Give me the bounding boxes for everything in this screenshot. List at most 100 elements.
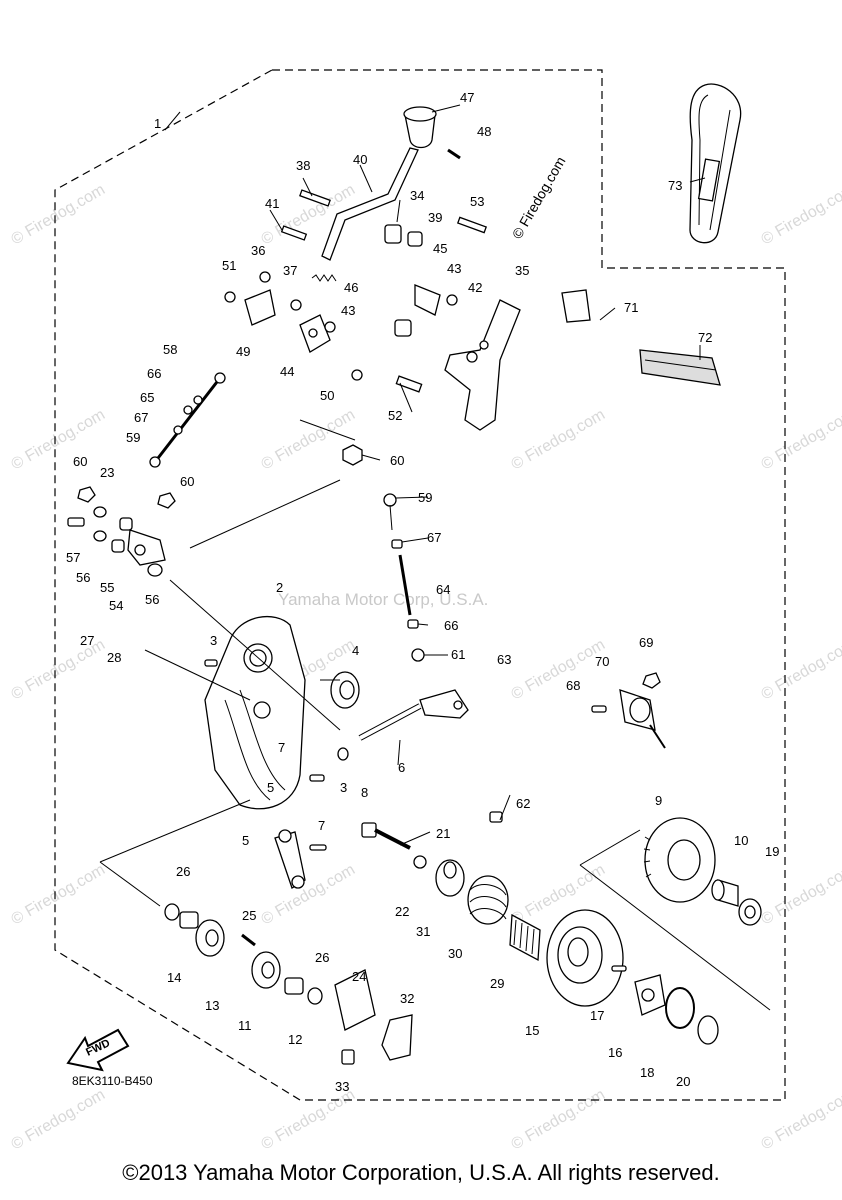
label-69: 69 — [639, 635, 653, 650]
label-17: 17 — [590, 1008, 604, 1023]
label-65: 65 — [140, 390, 154, 405]
label-47: 47 — [460, 90, 474, 105]
watermark-site: © Firedog.com — [259, 406, 359, 473]
label-70: 70 — [595, 654, 609, 669]
label-29: 29 — [490, 976, 504, 991]
leader-1 — [164, 111, 181, 131]
bushing-lower — [394, 319, 412, 337]
shift-knob — [403, 106, 437, 149]
label-19: 19 — [765, 844, 779, 859]
label-39: 39 — [428, 210, 442, 225]
label-7: 7 — [278, 740, 285, 755]
label-28: 28 — [107, 650, 121, 665]
label-36: 36 — [251, 243, 265, 258]
label-25: 25 — [242, 908, 256, 923]
label-56: 56 — [76, 570, 90, 585]
label-4: 4 — [352, 643, 359, 658]
label-26: 26 — [176, 864, 190, 879]
label-68: 68 — [566, 678, 580, 693]
watermark-site: © Firedog.com — [759, 861, 842, 928]
fwd-arrow-icon: FWD — [66, 1028, 130, 1072]
label-62: 62 — [516, 796, 530, 811]
watermark-center: Yamaha Motor Corp, U.S.A. — [278, 590, 488, 609]
label-35: 35 — [515, 263, 529, 278]
gear-9 — [643, 817, 716, 903]
label-33: 33 — [335, 1079, 349, 1094]
shift-shaft-6 — [358, 689, 469, 741]
washer-20 — [697, 1015, 719, 1045]
spring-46 — [311, 274, 337, 282]
label-72: 72 — [698, 330, 712, 345]
shift-lever — [321, 147, 419, 261]
sleeve-29 — [509, 913, 541, 962]
label-44: 44 — [280, 364, 294, 379]
label-34: 34 — [410, 188, 424, 203]
clip-8 — [337, 747, 349, 761]
bearing-4 — [330, 671, 360, 709]
label-15: 15 — [525, 1023, 539, 1038]
label-43: 43 — [447, 261, 461, 276]
label-66: 66 — [147, 366, 161, 381]
label-13: 13 — [205, 998, 219, 1013]
decal-71 — [561, 289, 591, 323]
bushing-34 — [384, 224, 402, 244]
label-16: 16 — [608, 1045, 622, 1060]
label-32: 32 — [400, 991, 414, 1006]
label-20: 20 — [676, 1074, 690, 1089]
bracket-49 — [244, 289, 276, 326]
watermark-site: © Firedog.com — [759, 1086, 842, 1153]
watermark-site: © Firedog.com — [259, 1086, 359, 1153]
label-12: 12 — [288, 1032, 302, 1047]
collar-39 — [407, 231, 423, 247]
sheave-15 — [546, 909, 624, 1007]
spring-30 — [467, 875, 509, 925]
label-61: 61 — [451, 647, 465, 662]
label-50: 50 — [320, 388, 334, 403]
label-59b: 59 — [418, 490, 432, 505]
label-52: 52 — [388, 408, 402, 423]
drive-belt — [689, 83, 742, 244]
label-41: 41 — [265, 196, 279, 211]
label-45: 45 — [433, 241, 447, 256]
leader-lines — [99, 104, 771, 1011]
label-66b: 66 — [444, 618, 458, 633]
label-48: 48 — [477, 124, 491, 139]
label-73: 73 — [668, 178, 682, 193]
label-22: 22 — [395, 904, 409, 919]
label-59: 59 — [126, 430, 140, 445]
decal-72 — [639, 349, 721, 386]
part-labels: 1 2 3 3 4 5 5 6 7 7 8 9 10 11 12 13 14 1… — [66, 90, 779, 1094]
linkage-rod-58 — [149, 372, 226, 468]
label-55: 55 — [100, 580, 114, 595]
watermark-site: © Firedog.com — [509, 1086, 609, 1153]
watermark-site: © Firedog.com — [9, 1086, 109, 1153]
circlip-18 — [665, 987, 695, 1029]
watermark-site-dark: © Firedog.com — [509, 154, 569, 242]
label-3b: 3 — [340, 780, 347, 795]
label-67b: 67 — [427, 530, 441, 545]
label-27: 27 — [80, 633, 94, 648]
gearcase-cover — [204, 615, 325, 810]
label-7b: 7 — [318, 818, 325, 833]
label-11: 11 — [238, 1018, 252, 1033]
watermark-site: © Firedog.com — [9, 406, 109, 473]
part-31 — [435, 859, 465, 897]
watermark-site: © Firedog.com — [9, 861, 109, 928]
assembly-boundary — [54, 69, 786, 1101]
label-26b: 26 — [315, 950, 329, 965]
label-71: 71 — [624, 300, 638, 315]
bolt-21 — [361, 822, 427, 869]
bracket-35 — [444, 299, 521, 431]
label-5: 5 — [267, 780, 274, 795]
label-24: 24 — [352, 969, 366, 984]
label-31: 31 — [416, 924, 430, 939]
watermark-site: © Firedog.com — [509, 636, 609, 703]
label-14: 14 — [167, 970, 181, 985]
watermark-site: © Firedog.com — [9, 181, 109, 248]
label-53: 53 — [470, 194, 484, 209]
cam-16 — [611, 965, 666, 1016]
label-38: 38 — [296, 158, 310, 173]
label-10: 10 — [734, 833, 748, 848]
lever-5 — [274, 829, 327, 889]
